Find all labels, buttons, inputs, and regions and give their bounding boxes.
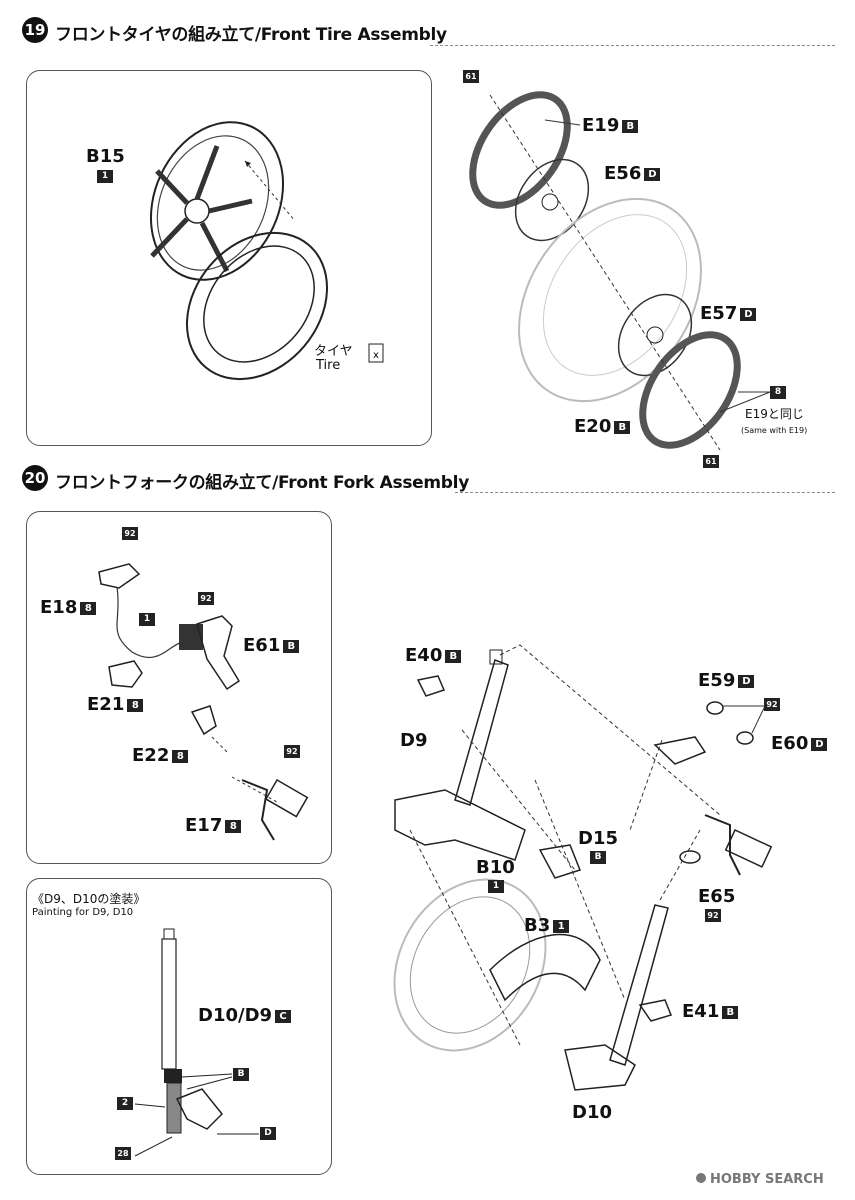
color-code-61-bottom: 61 (703, 455, 719, 468)
color-code-1: 1 (139, 613, 155, 626)
color-code-2: 2 (117, 1097, 133, 1110)
painting-title-en: Painting for D9, D10 (32, 907, 134, 918)
brake-disc-illustration (469, 91, 771, 451)
controls-illustration (98, 563, 309, 841)
color-code-1: 1 (488, 880, 504, 893)
part-label-d15: D15 (578, 828, 618, 849)
step-19-title: フロントタイヤの組み立て/Front Tire Assembly (55, 25, 447, 45)
step-19-number: 19 (22, 17, 48, 43)
painting-guide-panel (26, 878, 332, 1175)
divider (455, 492, 835, 493)
same-as-e19-en: (Same with E19) (741, 426, 808, 435)
watermark: HOBBY SEARCH (696, 1172, 824, 1187)
wheel-tire-illustration: x (149, 121, 384, 381)
svg-text:x: x (373, 350, 379, 361)
tire-assembly-panel: x (26, 70, 432, 446)
painting-title-jp: 《D9、D10の塗装》 (32, 892, 146, 906)
color-code-92: 92 (198, 592, 214, 605)
color-code-61-top: 61 (463, 70, 479, 83)
color-code-92: 92 (705, 909, 721, 922)
part-label-d10: D10 (572, 1102, 612, 1123)
part-label-b10: B10 (476, 857, 515, 878)
handlebar-controls-panel (26, 511, 332, 864)
color-code-92: 92 (284, 745, 300, 758)
color-code-b: B (590, 851, 606, 864)
divider (430, 45, 835, 46)
part-label-d9: D9 (400, 730, 428, 751)
step-20-title: フロントフォークの組み立て/Front Fork Assembly (55, 473, 469, 493)
part-label-b15: B15 (86, 146, 125, 167)
hobby-search-logo-icon (696, 1173, 706, 1183)
color-code-8: 8 (770, 386, 786, 399)
color-code-28: 28 (115, 1147, 131, 1160)
color-code-d: D (260, 1127, 276, 1140)
step-20-number: 20 (22, 465, 48, 491)
color-code-92: 92 (764, 698, 780, 711)
color-code-b: B (233, 1068, 249, 1081)
part-label-e65: E65 (698, 886, 736, 907)
color-code-92: 92 (122, 527, 138, 540)
same-as-e19-jp: E19と同じ (745, 407, 804, 421)
color-code-1: 1 (97, 170, 113, 183)
fork-leg-illustration (134, 928, 259, 1157)
tire-label-jp: タイヤ (314, 344, 353, 359)
tire-label-en: Tire (316, 358, 341, 373)
